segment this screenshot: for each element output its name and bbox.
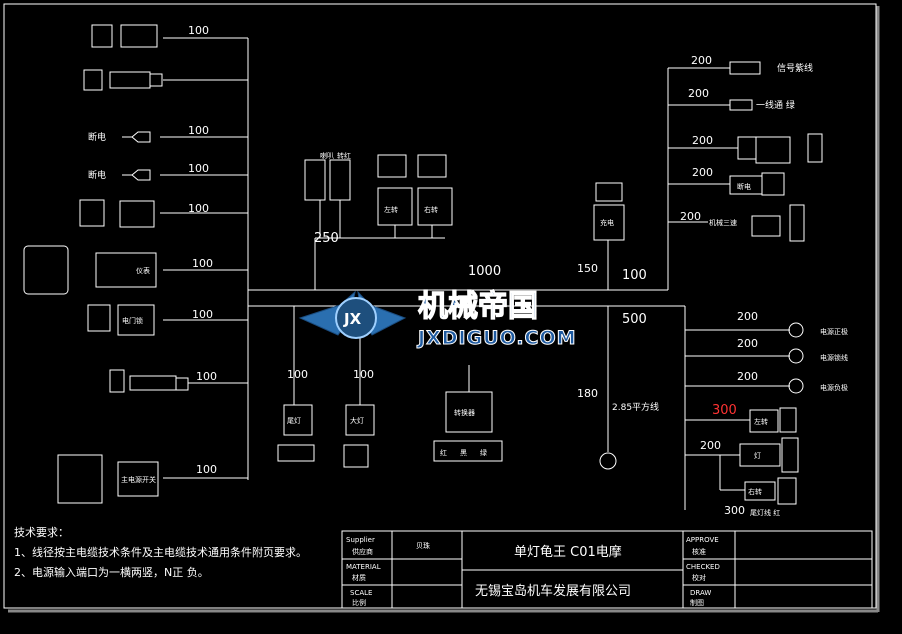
tb-company: 无锡宝岛机车发展有限公司	[475, 583, 631, 599]
label-turn-red: 转红	[337, 151, 351, 160]
label-power-off-r: 断电	[737, 182, 751, 191]
left-branches	[160, 37, 248, 479]
notes-line-2: 2、电源输入端口为一横两竖，N正 负。	[14, 566, 209, 579]
tb-supplier-cn: 供应商	[352, 547, 373, 556]
label-converter: 转换器	[454, 408, 475, 417]
len-r5: 200	[680, 210, 701, 223]
tb-approve-cn: 核准	[692, 547, 706, 556]
label-power-off-a: 断电	[88, 131, 106, 143]
len-r8: 200	[737, 370, 758, 383]
len-r6: 200	[737, 310, 758, 323]
label-big-light: 大灯	[350, 416, 364, 425]
harness-trunk	[247, 38, 686, 510]
label-batt-neg: 电源负极	[820, 383, 848, 392]
title-block-grid	[341, 530, 873, 609]
len-l3: 100	[188, 124, 209, 137]
len-c1000: 1000	[468, 264, 501, 279]
tb-draw-cn: 制图	[690, 598, 704, 607]
tb-material-cn: 材质	[352, 573, 366, 582]
len-r2: 200	[688, 87, 709, 100]
len-l7: 100	[192, 308, 213, 321]
label-right-turn-r: 右转	[748, 487, 762, 496]
label-left-turn-r: 左转	[754, 417, 768, 426]
len-r11: 300	[724, 504, 745, 517]
len-b100a: 100	[287, 368, 308, 381]
tb-supplier-val: 贝珠	[416, 541, 430, 550]
len-r9-red: 300	[712, 403, 737, 418]
len-l1: 100	[188, 24, 209, 37]
label-charge: 充电	[600, 218, 614, 227]
label-mech-three-speed: 机械三速	[709, 218, 737, 227]
tb-approve-en: APPROVE	[686, 536, 719, 544]
len-l5: 100	[188, 202, 209, 215]
label-h-red: 红	[440, 448, 447, 457]
label-wire-spec: 2.85平方线	[612, 401, 659, 413]
component-labels: 信号紫线 一线通 绿 断电 断电 断电 机械三速 充电 左转 右转 喇叭 转红 …	[88, 62, 848, 517]
watermark-en: JXDIGUO.COM	[416, 327, 577, 349]
len-c250: 250	[314, 231, 339, 246]
tb-checked-cn: 校对	[692, 573, 706, 582]
label-power-off-b: 断电	[88, 169, 106, 181]
tb-supplier-en: Supplier	[346, 536, 375, 544]
len-c100: 100	[622, 268, 647, 283]
notes-line-1: 1、线径按主电缆技术条件及主电缆技术通用条件附页要求。	[14, 546, 307, 559]
watermark-cn: 机械帝国	[418, 289, 538, 324]
label-signal-wire: 信号紫线	[777, 62, 813, 74]
technical-notes: 技术要求： 1、线径按主电缆技术条件及主电缆技术通用条件附页要求。 2、电源输入…	[14, 523, 307, 583]
len-r7: 200	[737, 337, 758, 350]
len-c150: 150	[577, 262, 598, 275]
tb-checked-en: CHECKED	[686, 563, 720, 571]
length-labels: 100 100 100 100 100 100 100 100 250 1000…	[188, 24, 758, 517]
tb-scale-cn: 比例	[352, 598, 366, 607]
label-main-switch: 主电源开关	[121, 475, 156, 484]
label-batt-lock: 电源锁线	[820, 353, 848, 362]
label-tail-light: 尾灯	[287, 416, 301, 425]
notes-title: 技术要求：	[14, 526, 69, 539]
len-c180: 180	[577, 387, 598, 400]
tb-scale-en: SCALE	[350, 589, 372, 597]
len-l9: 100	[196, 463, 217, 476]
label-right-turn-top: 右转	[424, 205, 438, 214]
tb-product: 单灯龟王 C01电摩	[514, 544, 622, 560]
len-r4: 200	[692, 166, 713, 179]
len-r1: 200	[691, 54, 712, 67]
label-lock: 电门锁	[122, 316, 143, 325]
label-headlight-r: 灯	[754, 451, 761, 460]
len-r3: 200	[692, 134, 713, 147]
len-c500: 500	[622, 312, 647, 327]
center-connectors	[277, 154, 625, 470]
len-l8: 100	[196, 370, 217, 383]
label-batt-pos: 电源正极	[820, 327, 848, 336]
title-block-text: Supplier 供应商 贝珠 MATERIAL 材质 SCALE 比例 单灯龟…	[346, 536, 720, 607]
label-tail-light-red: 尾灯线 红	[750, 508, 780, 517]
label-h-green: 绿	[480, 448, 487, 457]
right-top-branches	[668, 61, 823, 242]
label-one-line-green: 一线通 绿	[756, 99, 795, 111]
len-l6: 100	[192, 257, 213, 270]
watermark-logo: JX 机械帝国 JXDIGUO.COM	[298, 288, 577, 350]
watermark-badge: JX	[343, 310, 362, 328]
left-connectors	[23, 24, 189, 504]
label-h-black: 黑	[460, 449, 467, 457]
len-b100b: 100	[353, 368, 374, 381]
len-l4: 100	[188, 162, 209, 175]
tb-draw-en: DRAW	[690, 589, 711, 597]
label-left-turn-top: 左转	[384, 205, 398, 214]
label-meter: 仪表	[136, 266, 150, 275]
tb-material-en: MATERIAL	[346, 563, 381, 571]
label-horn: 喇叭	[320, 151, 334, 160]
len-r10: 200	[700, 439, 721, 452]
right-bottom-branches	[685, 322, 804, 505]
